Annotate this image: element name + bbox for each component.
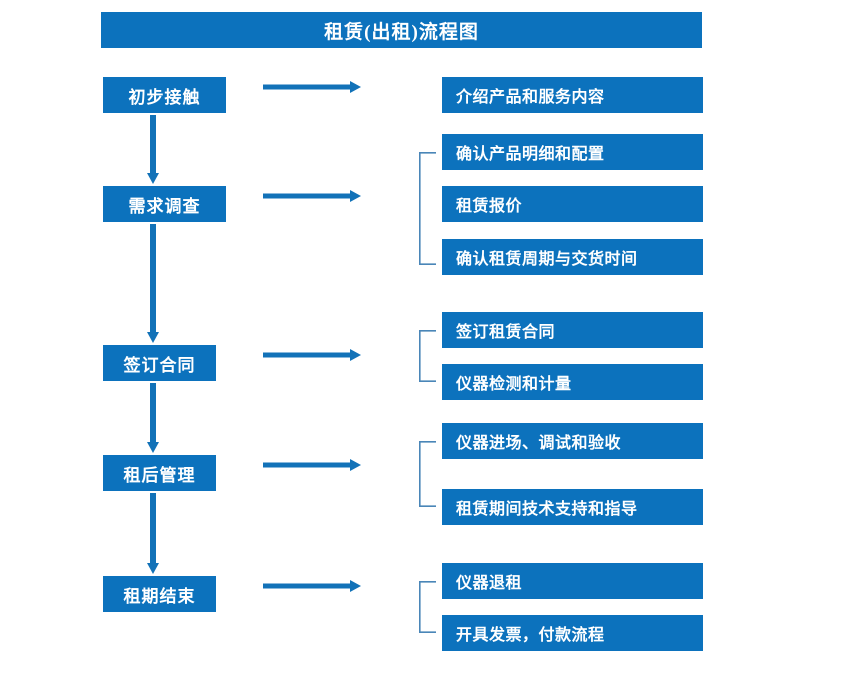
- detail-box[interactable]: 租赁期间技术支持和指导: [442, 489, 703, 525]
- stage-box[interactable]: 签订合同: [103, 345, 216, 381]
- arrow-stage-2-to-stage-3: [146, 224, 160, 348]
- flowchart-title-banner: 租赁(出租)流程图: [101, 12, 702, 48]
- stage-box[interactable]: 需求调查: [103, 186, 226, 222]
- detail-box[interactable]: 仪器退租: [442, 563, 703, 599]
- detail-box[interactable]: 租赁报价: [442, 186, 703, 222]
- detail-box[interactable]: 仪器检测和计量: [442, 364, 703, 400]
- detail-box[interactable]: 签订租赁合同: [442, 312, 703, 348]
- detail-box[interactable]: 确认产品明细和配置: [442, 134, 703, 170]
- arrow-stage-5-to-details: [263, 579, 361, 598]
- detail-box[interactable]: 仪器进场、调试和验收: [442, 423, 703, 459]
- detail-box[interactable]: 确认租赁周期与交货时间: [442, 239, 703, 275]
- detail-box[interactable]: 介绍产品和服务内容: [442, 77, 703, 113]
- stage-box[interactable]: 租期结束: [103, 576, 216, 612]
- arrow-stage-1-to-stage-2: [146, 115, 160, 189]
- bracket-group-5: [419, 581, 436, 638]
- arrow-stage-1-to-details: [263, 80, 361, 99]
- arrow-stage-2-to-details: [263, 189, 361, 208]
- arrow-stage-3-to-stage-4: [146, 383, 160, 458]
- arrow-stage-4-to-details: [263, 458, 361, 477]
- detail-box[interactable]: 开具发票，付款流程: [442, 615, 703, 651]
- bracket-group-3: [419, 330, 436, 387]
- bracket-group-2: [419, 152, 436, 270]
- bracket-group-4: [419, 441, 436, 512]
- stage-box[interactable]: 初步接触: [103, 77, 226, 113]
- stage-box[interactable]: 租后管理: [103, 455, 216, 491]
- arrow-stage-4-to-stage-5: [146, 493, 160, 579]
- arrow-stage-3-to-details: [263, 348, 361, 367]
